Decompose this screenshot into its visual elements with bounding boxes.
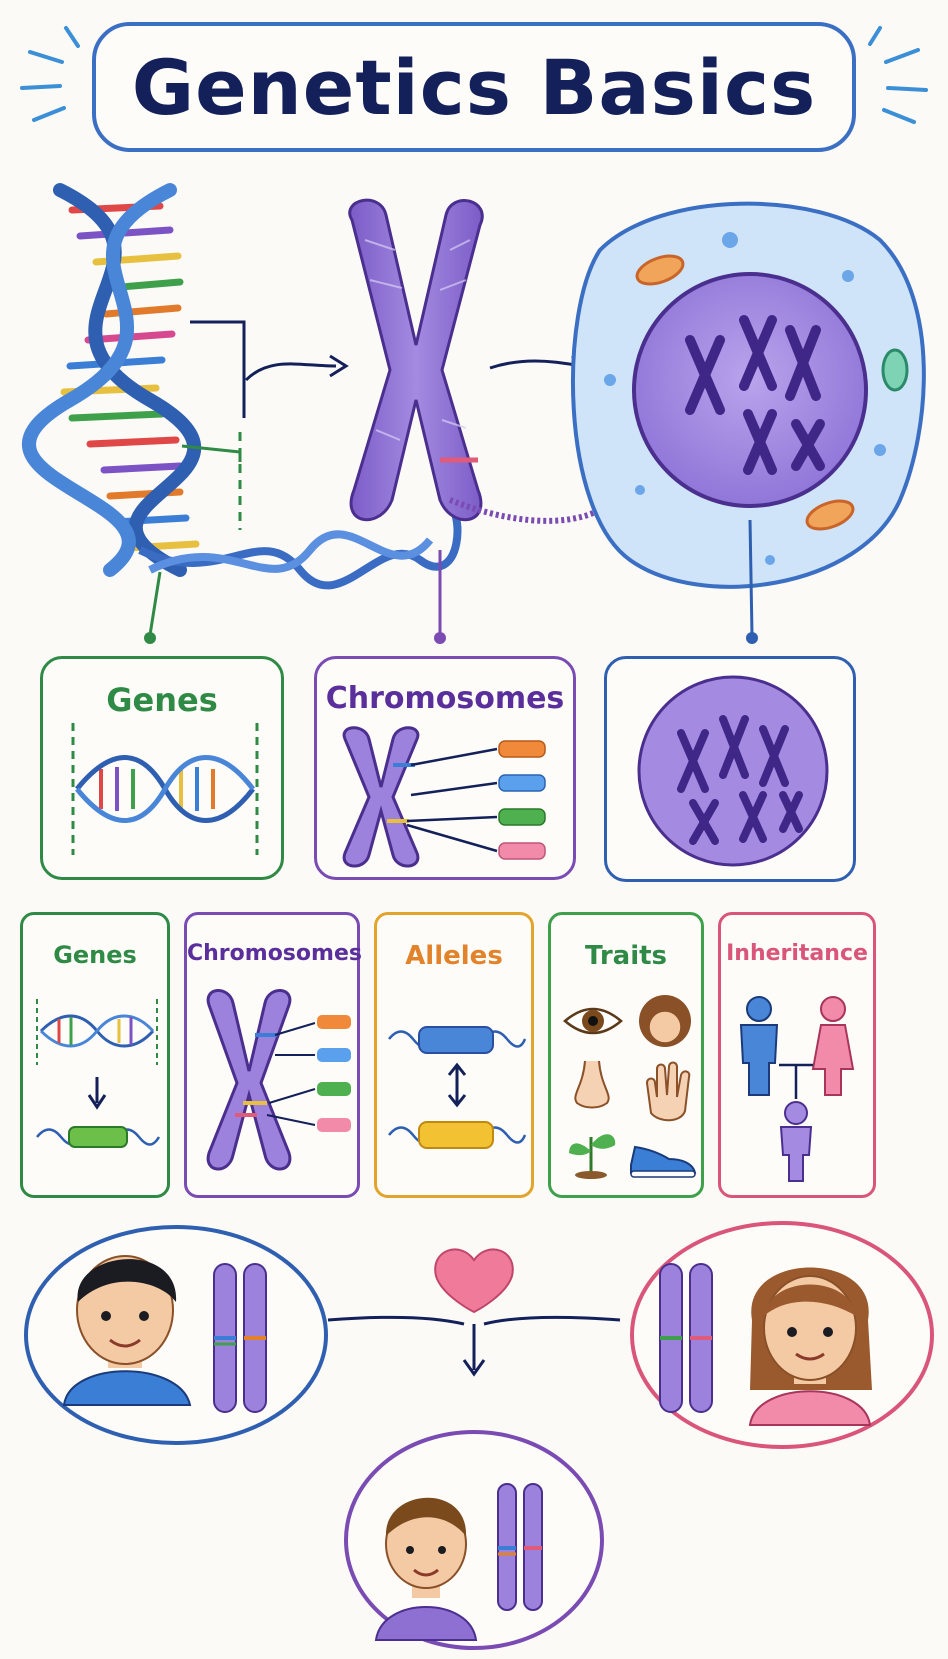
chromosomes-card: Chromosomes: [184, 912, 362, 1198]
father-circle: [24, 1225, 328, 1445]
chromosome-icon: [348, 198, 484, 522]
inheritance-card-label: Inheritance: [726, 941, 868, 966]
traits-icons: [563, 995, 697, 1179]
child-icon: [779, 1101, 813, 1182]
inheritance-arrows: [327, 1315, 621, 1377]
sneaker-icon: [630, 1145, 697, 1178]
alleles-card: Alleles: [374, 912, 534, 1198]
nucleus-icon: [637, 675, 829, 867]
eye-icon: [563, 1007, 623, 1035]
father-icon: [739, 996, 779, 1096]
gene-expression-icon: [36, 999, 161, 1148]
title-sparkles-icon: [20, 26, 928, 124]
child-avatar: [374, 1497, 478, 1641]
allele-pair-icon: [388, 1026, 527, 1149]
cell-icon: [570, 201, 926, 589]
overview-illustration: [21, 183, 926, 644]
mother-icon: [811, 996, 855, 1096]
father-avatar: [62, 1255, 192, 1406]
chromosomes-card-label: Chromosomes: [187, 941, 362, 966]
title-banner: Genetics Basics: [92, 22, 856, 152]
chromosome-card-icon: [206, 989, 351, 1171]
chromosomes-panel-label: Chromosomes: [325, 681, 565, 716]
genes-card: Genes: [20, 912, 170, 1198]
nucleus-panel: [604, 656, 856, 882]
mother-avatar: [748, 1267, 872, 1426]
dna-bracket: [190, 320, 349, 418]
plant-icon: [569, 1134, 616, 1179]
genes-panel: Genes: [40, 656, 284, 880]
inheritance-illustration: [24, 1221, 934, 1650]
inheritance-card: Inheritance: [718, 912, 876, 1198]
page-title: Genetics Basics: [131, 42, 817, 132]
child-circle: [344, 1430, 604, 1650]
genes-card-label: Genes: [53, 941, 137, 969]
nucleus-chromosomes: [685, 315, 825, 475]
mother-chromosomes-icon: [659, 1263, 713, 1413]
chromosome-genes-icon: [342, 726, 546, 868]
child-chromosomes-icon: [497, 1483, 543, 1611]
traits-card: Traits: [548, 912, 704, 1198]
heart-icon: [434, 1248, 514, 1314]
chromosomes-panel: Chromosomes: [314, 656, 576, 880]
hand-icon: [645, 1061, 691, 1122]
dna-segment-icon: [71, 723, 259, 855]
father-chromosomes-icon: [213, 1263, 267, 1413]
family-tree-icon: [739, 996, 855, 1182]
traits-card-label: Traits: [584, 941, 668, 971]
nose-icon: [574, 1060, 610, 1109]
genes-panel-label: Genes: [106, 681, 218, 719]
curly-hair-icon: [639, 995, 691, 1047]
alleles-card-label: Alleles: [405, 941, 503, 971]
dna-helix-icon: [21, 183, 462, 590]
